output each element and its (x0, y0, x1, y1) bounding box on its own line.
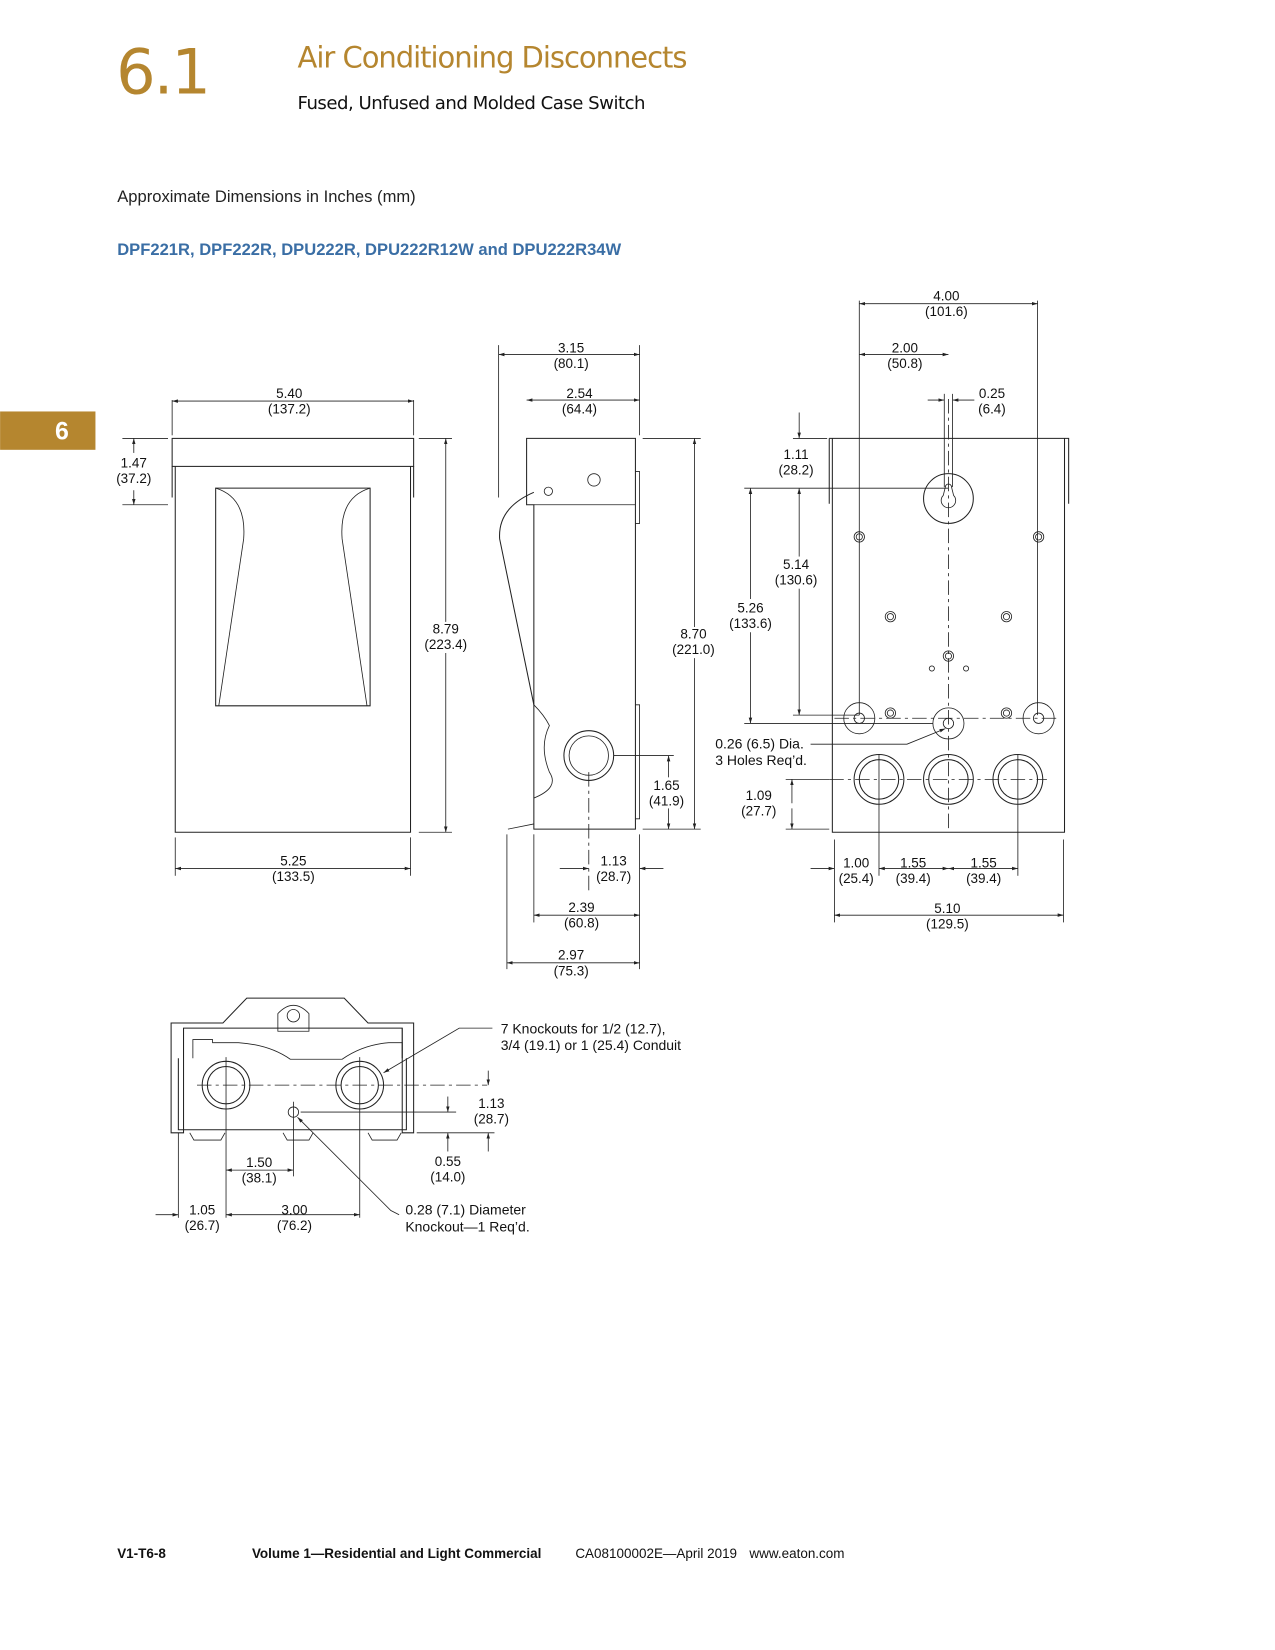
dim-back-keyhole-top: 1.11(28.2) (778, 447, 813, 478)
section-tab: 6 (0, 411, 96, 450)
dim-back-half-spacing: 2.00(50.8) (887, 340, 922, 371)
front-view-drawing (122, 399, 452, 876)
dim-back-mount-spacing: 4.00(101.6) (925, 289, 968, 320)
dim-side-base-depth: 2.39(60.8) (564, 900, 599, 931)
dim-bottom-knockout-depth: 1.13(28.7) (474, 1096, 509, 1127)
dim-back-keyhole-width: 0.25(6.4) (978, 386, 1006, 417)
dim-back-hole-vertical-b: 5.26(133.6) (729, 601, 772, 632)
dim-bottom-knockout-spacing: 3.00(76.2) (277, 1203, 312, 1234)
section-tab-label: 6 (55, 417, 69, 445)
page-subtitle: Fused, Unfused and Molded Case Switch (298, 93, 645, 114)
dimension-labels: 5.40(137.2) 1.47(37.2) 8.79(223.4) 5.25(… (116, 289, 1006, 1234)
section-number: 6.1 (116, 35, 209, 108)
dim-back-width: 5.10(129.5) (926, 901, 969, 932)
note-mounting-holes: 0.26 (6.5) Dia.3 Holes Req’d. (715, 735, 807, 768)
footer-url[interactable]: www.eaton.com (748, 1546, 844, 1561)
footer-doc-number: CA08100002E—April 2019 (575, 1546, 737, 1561)
dim-front-height: 8.79(223.4) (424, 621, 467, 652)
footer-volume: Volume 1—Residential and Light Commercia… (252, 1546, 541, 1561)
footer-page-number: V1-T6-8 (117, 1546, 166, 1561)
note-knockouts: 7 Knockouts for 1/2 (12.7),3/4 (19.1) or… (501, 1020, 681, 1053)
dim-back-knockout-spacing-1: 1.55(39.4) (896, 855, 931, 886)
dim-side-depth-top: 2.54(64.4) (562, 386, 597, 417)
back-view-drawing (744, 300, 1070, 923)
models-heading: DPF221R, DPF222R, DPU222R, DPU222R12W an… (117, 240, 621, 259)
dim-back-knockout-offset: 1.00(25.4) (839, 855, 874, 886)
dim-bottom-knockout-offset: 1.05(26.7) (185, 1203, 220, 1234)
dim-side-knockout-offset: 1.13(28.7) (596, 853, 631, 884)
dim-back-knockout-spacing-2: 1.55(39.4) (966, 855, 1001, 886)
side-view-drawing (498, 345, 701, 970)
dim-back-knockout-height: 1.09(27.7) (741, 788, 776, 819)
dim-side-height: 8.70(221.0) (672, 626, 715, 657)
dim-bottom-small-knockout-offset: 1.50(38.1) (242, 1155, 277, 1186)
dim-front-lid-height: 1.47(37.2) (116, 455, 151, 486)
bottom-view-drawing (155, 997, 495, 1218)
dim-side-depth-overall: 3.15(80.1) (554, 340, 589, 371)
dim-side-knockout-height: 1.65(41.9) (649, 778, 684, 809)
page-title: Air Conditioning Disconnects (298, 40, 687, 74)
dim-side-depth-handle: 2.97(75.3) (554, 948, 589, 979)
dim-bottom-small-knockout-depth: 0.55(14.0) (430, 1154, 465, 1185)
dimensions-caption: Approximate Dimensions in Inches (mm) (117, 187, 416, 206)
dim-back-hole-vertical-a: 5.14(130.6) (775, 557, 818, 588)
dim-front-width: 5.40(137.2) (268, 386, 311, 417)
dim-front-base-width: 5.25(133.5) (272, 853, 315, 884)
